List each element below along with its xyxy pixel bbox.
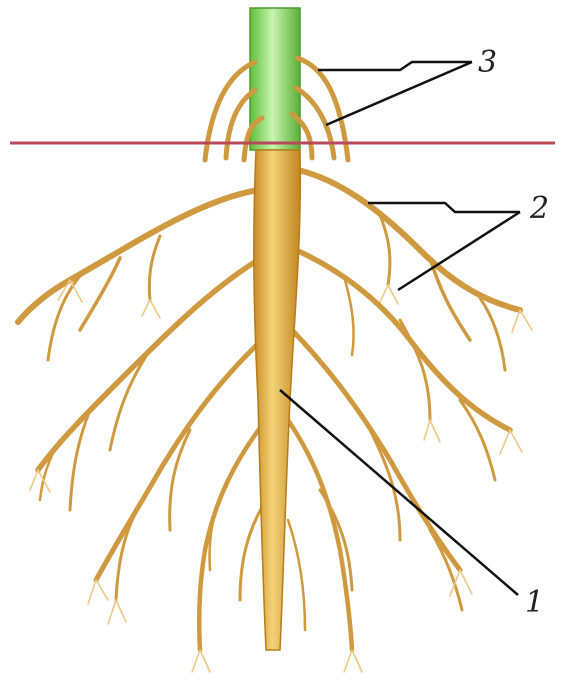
pointer-2: [368, 203, 520, 290]
label-2: 2: [529, 191, 549, 226]
pointer-1: [280, 390, 518, 595]
label-3: 3: [478, 45, 497, 80]
label-1: 1: [525, 585, 544, 620]
stem: [250, 8, 300, 150]
